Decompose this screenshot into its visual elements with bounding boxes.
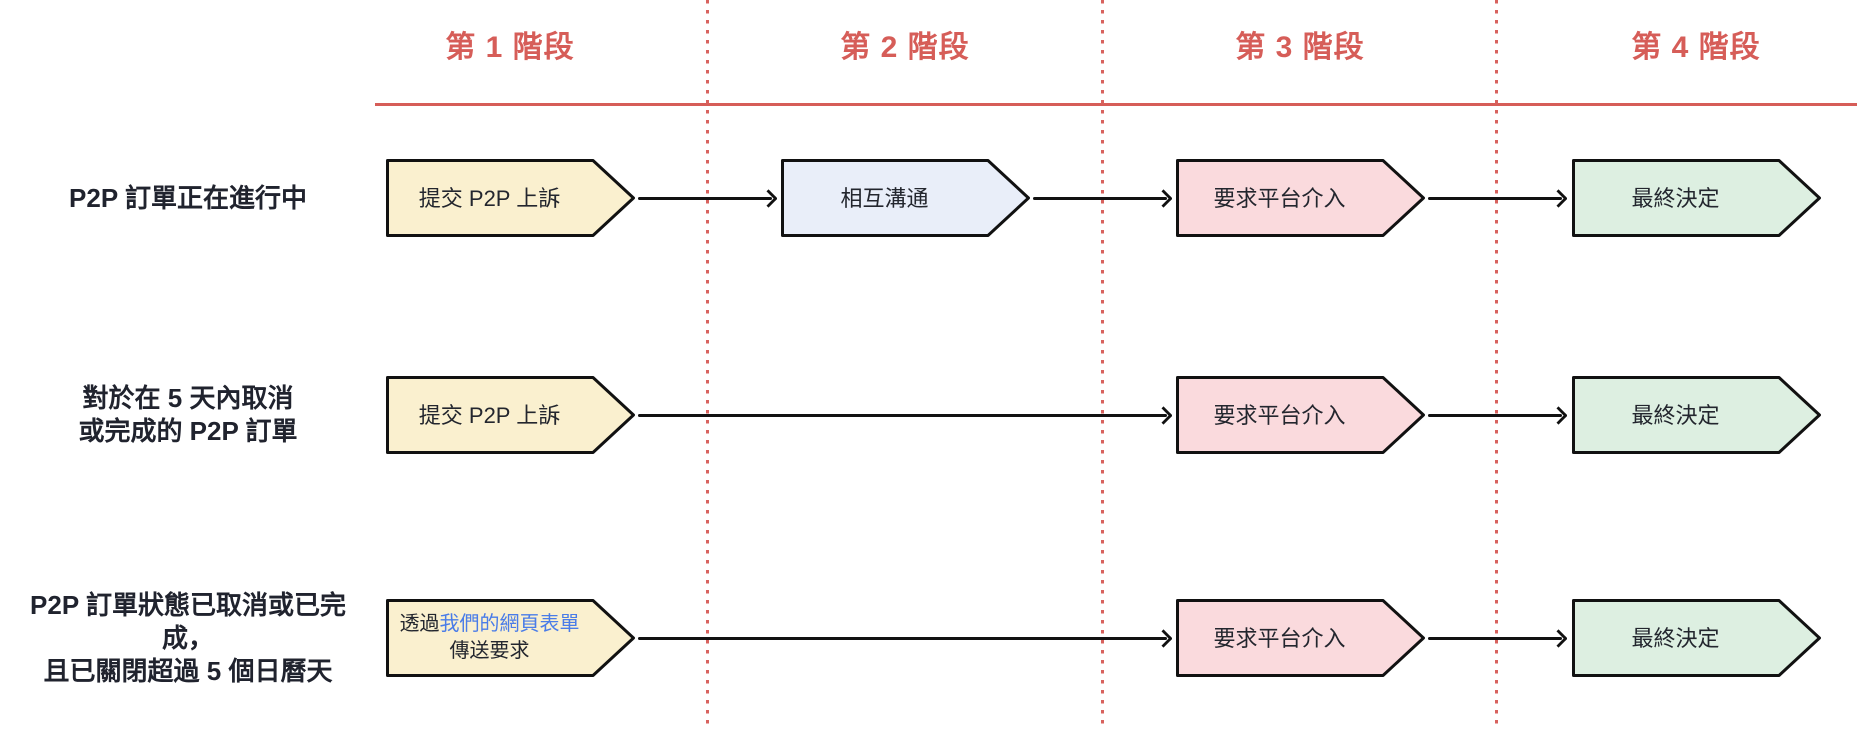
row-2-label: 對於在 5 天內取消 或完成的 P2P 訂單 [8,376,368,454]
row1-step-submit-appeal: 提交 P2P 上訴 [386,159,635,237]
row3-step-platform-intervene: 要求平台介入 [1176,599,1425,677]
arrowhead-icon [1549,405,1568,425]
row-3-label-line-1: P2P 訂單狀態已取消或已完成， [30,589,346,653]
row2-step-platform-intervene-text: 要求平台介入 [1213,402,1346,428]
arrow-shaft [638,636,1167,640]
arrowhead-icon [1549,628,1568,648]
row-2-label-line-1: 對於在 5 天內取消 [82,383,294,413]
arrow-shaft [1033,196,1167,200]
row-3-label-line-2: 且已關閉超過 5 個日曆天 [43,655,333,686]
row3-step-send-request: 透過我們的網頁表單 傳送要求 [386,599,635,677]
row3-step-line1-prefix: 透過 [399,613,440,635]
stage-2-header: 第 2 階段 [840,31,970,64]
row2-step-platform-intervene: 要求平台介入 [1176,376,1425,454]
row2-arrow-2 [1428,405,1568,425]
arrowhead-icon [1549,188,1568,208]
header-underline [375,103,1857,106]
row3-step-platform-intervene-text: 要求平台介入 [1213,625,1346,651]
row1-arrow-3 [1428,188,1568,208]
row-2-label-line-2: 或完成的 P2P 訂單 [78,416,298,446]
row3-step-final-decision-text: 最終決定 [1631,625,1720,651]
row-3-label: P2P 訂單狀態已取消或已完成， 且已關閉超過 5 個日曆天 [8,590,368,686]
stage-divider-1 [706,0,709,729]
arrowhead-icon [1154,188,1173,208]
arrowhead-icon [1154,628,1173,648]
arrow-shaft [1428,413,1562,417]
arrow-shaft [1428,196,1562,200]
row1-step-final-decision: 最終決定 [1572,159,1821,237]
stage-divider-2 [1101,0,1104,729]
row2-step-final-decision: 最終決定 [1572,376,1821,454]
row-1-label: P2P 訂單正在進行中 [8,159,368,237]
row1-step-platform-intervene: 要求平台介入 [1176,159,1425,237]
row3-step-line2: 傳送要求 [449,640,530,662]
row1-step-submit-appeal-text: 提交 P2P 上訴 [418,185,561,211]
row1-arrow-2 [1033,188,1173,208]
row1-step-communicate-text: 相互溝通 [840,185,929,211]
row-1-label-line-1: P2P 訂單正在進行中 [69,182,307,213]
row2-step-final-decision-text: 最終決定 [1631,402,1720,428]
row1-arrow-1 [638,188,778,208]
stage-4-header: 第 4 階段 [1631,31,1761,64]
stage-3-header: 第 3 階段 [1235,31,1365,64]
row3-step-final-decision: 最終決定 [1572,599,1821,677]
row3-long-arrow [638,628,1173,648]
arrowhead-icon [759,188,778,208]
arrowhead-icon [1154,405,1173,425]
row3-arrow-2 [1428,628,1568,648]
arrow-shaft [638,413,1167,417]
arrow-shaft [1428,636,1562,640]
row2-long-arrow [638,405,1173,425]
web-form-link[interactable]: 我們的網頁表單 [439,613,580,635]
stage-1-header: 第 1 階段 [445,31,575,64]
row2-step-submit-appeal: 提交 P2P 上訴 [386,376,635,454]
row2-step-submit-appeal-text: 提交 P2P 上訴 [418,402,561,428]
row3-step-send-request-text: 透過我們的網頁表單 傳送要求 [386,599,593,677]
arrow-shaft [638,196,772,200]
row1-step-final-decision-text: 最終決定 [1631,185,1720,211]
stage-divider-3 [1495,0,1498,729]
row1-step-platform-intervene-text: 要求平台介入 [1213,185,1346,211]
row3-step-line1: 透過我們的網頁表單 [400,611,580,638]
row1-step-communicate: 相互溝通 [781,159,1030,237]
